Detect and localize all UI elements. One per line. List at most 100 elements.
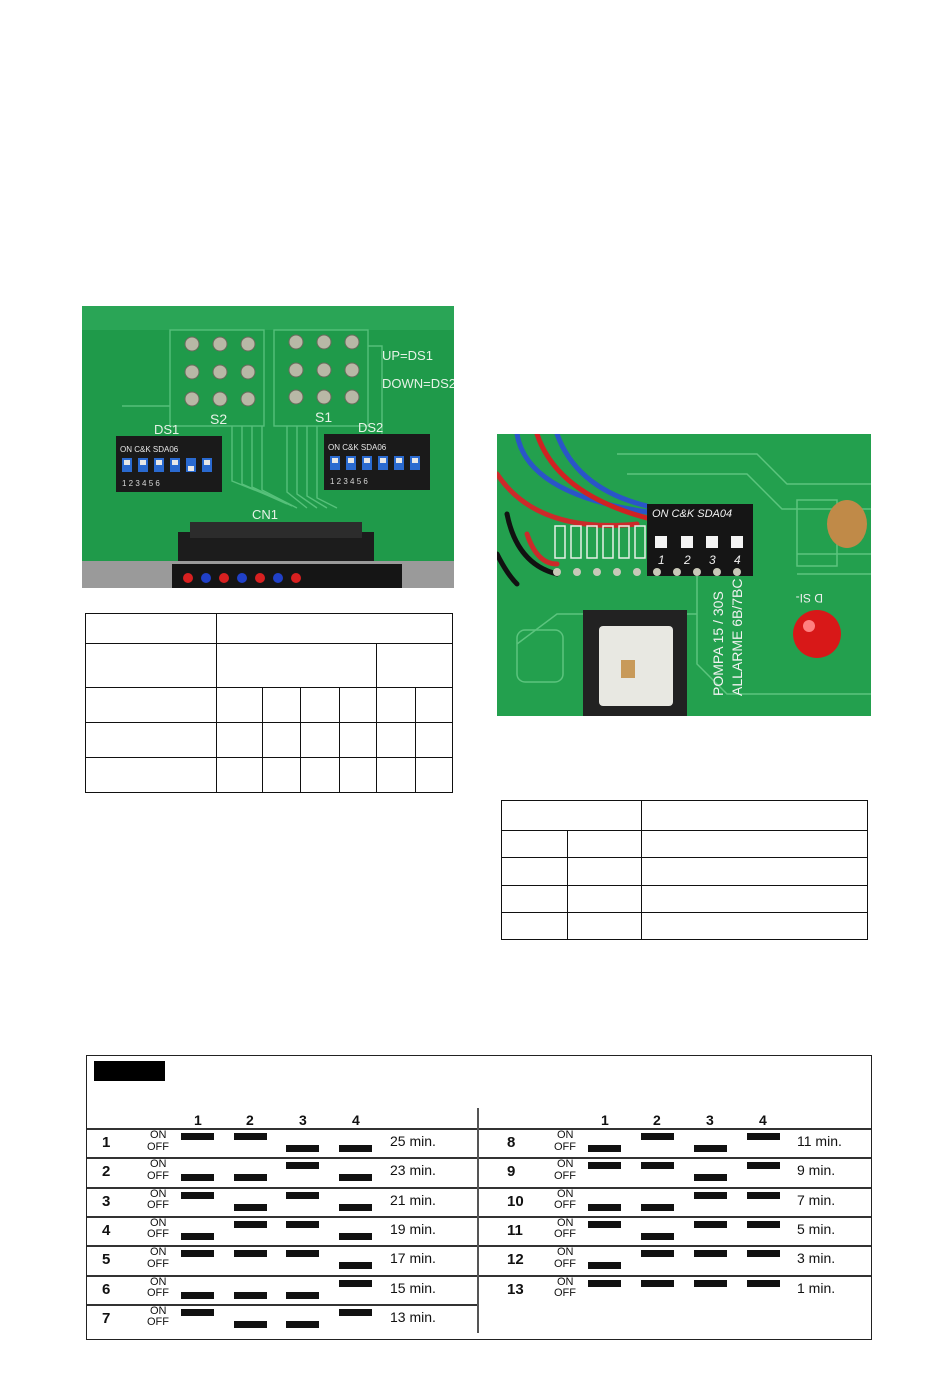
switch-1-on <box>181 1133 214 1140</box>
time-value: 3 min. <box>797 1250 836 1267</box>
left-settings-table <box>85 613 453 793</box>
on-label: ON <box>150 1187 167 1200</box>
row-number: 4 <box>102 1221 111 1239</box>
row-number: 12 <box>507 1251 524 1269</box>
col-header-1: 1 <box>601 1112 609 1128</box>
row-number: 8 <box>507 1134 516 1151</box>
col-header-4: 4 <box>759 1112 767 1128</box>
switch-3-on <box>694 1250 727 1258</box>
switch-4-off <box>339 1232 372 1240</box>
svg-text:ON C&K SDA06: ON C&K SDA06 <box>120 445 179 454</box>
time-value: 19 min. <box>390 1220 436 1237</box>
time-value: 23 min. <box>390 1162 436 1179</box>
off-label: OFF <box>554 1257 576 1270</box>
off-label: OFF <box>554 1169 576 1182</box>
switch-4-off <box>339 1174 372 1182</box>
svg-text:D SI-: D SI- <box>796 591 823 605</box>
table-header-block <box>94 1061 165 1081</box>
row-separator <box>87 1186 477 1189</box>
switch-3-on <box>694 1191 727 1199</box>
row-number: 2 <box>102 1163 111 1181</box>
row-separator <box>479 1274 871 1277</box>
switch-3-off <box>694 1145 727 1152</box>
col-header-3: 3 <box>299 1112 307 1128</box>
svg-text:1: 1 <box>658 553 665 567</box>
svg-text:DS2: DS2 <box>358 420 383 435</box>
switch-2-on <box>641 1279 674 1287</box>
time-value: 17 min. <box>390 1250 436 1267</box>
switch-3-off <box>694 1174 727 1182</box>
switch-3-on <box>694 1279 727 1287</box>
switch-4-on <box>747 1133 780 1140</box>
pcb-photo-left: S2 S1 UP=DS1 DOWN=DS2 DS1 DS2 CN1 ON C&K… <box>82 306 454 588</box>
switch-3-on <box>286 1220 319 1228</box>
svg-text:3: 3 <box>709 553 716 567</box>
off-label: OFF <box>147 1140 169 1153</box>
row-separator <box>87 1274 477 1277</box>
switch-4-on <box>339 1308 372 1316</box>
time-value: 15 min. <box>390 1279 436 1296</box>
row-number: 10 <box>507 1192 524 1210</box>
on-label: ON <box>150 1246 167 1259</box>
row-separator <box>479 1186 871 1189</box>
row-number: 1 <box>102 1134 111 1151</box>
svg-text:CN1: CN1 <box>252 507 278 522</box>
on-label: ON <box>150 1304 167 1317</box>
col-header-2: 2 <box>653 1112 661 1128</box>
off-label: OFF <box>147 1228 169 1241</box>
on-label: ON <box>150 1158 167 1171</box>
switch-1-on <box>588 1162 621 1170</box>
switch-1-off <box>181 1232 214 1240</box>
off-label: OFF <box>554 1199 576 1212</box>
switch-3-off <box>286 1320 319 1328</box>
row-number: 11 <box>507 1221 523 1239</box>
time-value: 25 min. <box>390 1133 436 1149</box>
switch-3-on <box>286 1162 319 1170</box>
svg-text:POMPA 15 / 30S: POMPA 15 / 30S <box>710 591 726 696</box>
time-value: 7 min. <box>797 1191 836 1208</box>
switch-3-on <box>286 1191 319 1199</box>
off-label: OFF <box>147 1169 169 1182</box>
col-header-2: 2 <box>246 1112 254 1128</box>
switch-1-off <box>588 1262 621 1270</box>
switch-4-on <box>747 1162 780 1170</box>
row-separator <box>87 1245 477 1248</box>
off-label: OFF <box>554 1140 576 1153</box>
switch-1-off <box>181 1291 214 1299</box>
column-divider <box>477 1108 479 1333</box>
switch-4-off <box>339 1145 372 1152</box>
on-label: ON <box>557 1275 574 1288</box>
switch-4-on <box>339 1279 372 1287</box>
on-label: ON <box>557 1158 574 1171</box>
col-header-3: 3 <box>706 1112 714 1128</box>
row-separator <box>87 1215 477 1218</box>
svg-text:1 2 3 4 5 6: 1 2 3 4 5 6 <box>330 477 368 486</box>
row-number: 13 <box>507 1280 524 1298</box>
row-number: 9 <box>507 1163 516 1181</box>
on-label: ON <box>150 1275 167 1288</box>
on-label: ON <box>557 1129 574 1141</box>
col-header-1: 1 <box>194 1112 202 1128</box>
row-separator <box>479 1215 871 1218</box>
time-value: 13 min. <box>390 1308 436 1325</box>
on-label: ON <box>557 1246 574 1259</box>
row-separator <box>87 1303 477 1306</box>
switch-1-on <box>588 1220 621 1228</box>
svg-text:ALLARME 6B/7BC: ALLARME 6B/7BC <box>729 579 745 697</box>
off-label: OFF <box>147 1257 169 1270</box>
row-number: 7 <box>102 1309 111 1327</box>
right-settings-table <box>501 800 868 940</box>
off-label: OFF <box>554 1228 576 1241</box>
switch-1-off <box>588 1203 621 1211</box>
switch-2-off <box>234 1320 267 1328</box>
switch-2-off <box>641 1203 674 1211</box>
svg-text:1 2 3 4 5 6: 1 2 3 4 5 6 <box>122 479 160 488</box>
